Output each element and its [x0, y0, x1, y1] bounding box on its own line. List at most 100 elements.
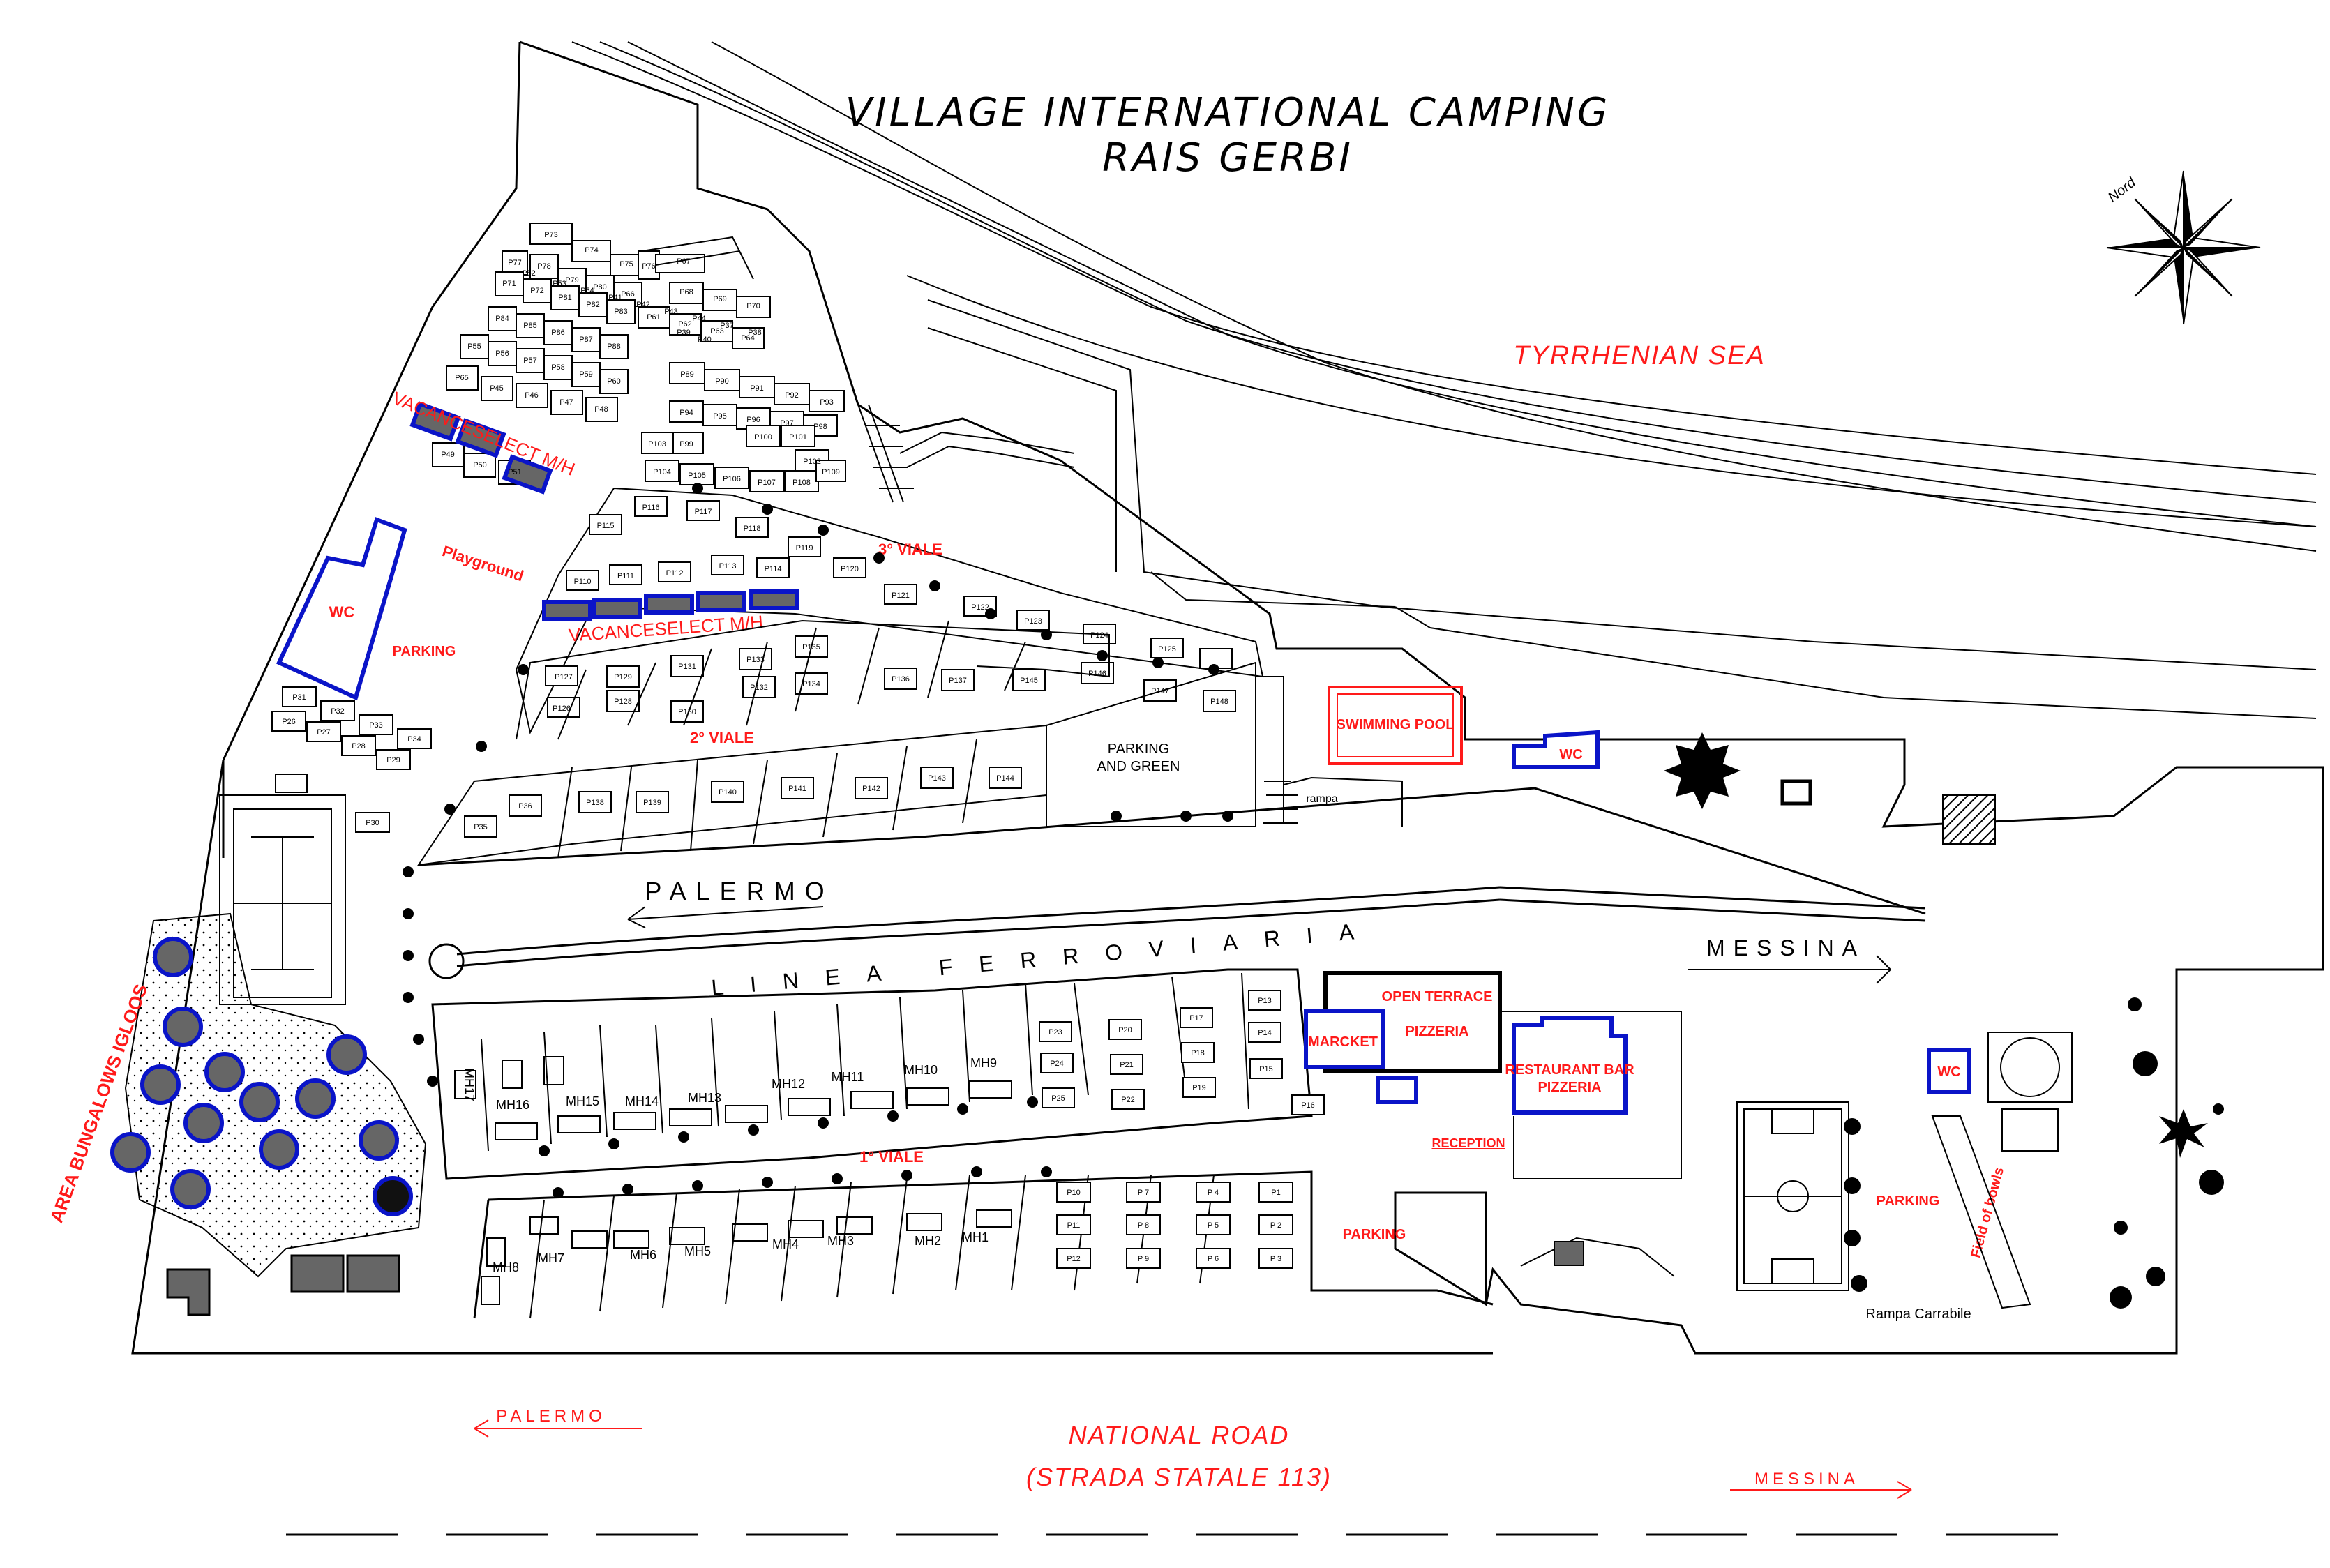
pitch-label: P82 [586, 301, 600, 309]
pitch-label: P128 [614, 698, 632, 706]
pitch-label: P100 [754, 433, 772, 442]
mobile-home-label: MH8 [493, 1260, 519, 1274]
pitch-label: P51 [508, 468, 522, 476]
pitch-block-lower-right [1056, 1182, 1293, 1269]
pitch-label: P48 [594, 405, 608, 414]
pitch-label: P72 [530, 287, 544, 295]
pitch-label: P49 [441, 451, 455, 459]
second-viale-dividers [557, 739, 977, 859]
open-terrace-label-2: PIZZERIA [1405, 1024, 1468, 1039]
strada-statale-label: (STRADA STATALE 113) [1026, 1463, 1332, 1491]
pitch-label: P118 [744, 525, 761, 533]
rail-messina-arrow-icon [1688, 955, 1891, 984]
pitch-label: P136 [892, 675, 910, 684]
viale3-label: 3° VIALE [878, 541, 942, 558]
mobile-home-label: MH12 [772, 1077, 805, 1091]
pitch-block-middle [545, 635, 1236, 723]
pitch-label: P53 [553, 280, 566, 288]
pitch-label: P59 [579, 370, 593, 379]
pitch-label: P41 [608, 294, 622, 302]
reception-building [1376, 1076, 1418, 1104]
pitch-label: P89 [680, 370, 694, 379]
pitch-label: P74 [585, 246, 599, 255]
parking-green-label-2: AND GREEN [1097, 759, 1180, 774]
pitch-label: P32 [331, 707, 345, 716]
pitch-label: P35 [474, 823, 488, 831]
palm-trees [2110, 997, 2224, 1309]
staircase [641, 236, 1075, 503]
pitch-label: P131 [678, 663, 696, 671]
trees-right [1844, 1118, 1867, 1292]
mobile-home-label: MH9 [970, 1056, 997, 1070]
rampa-label: rampa [1306, 793, 1337, 805]
pitch-label: P15 [1259, 1065, 1273, 1073]
palm-star-icon [2159, 1109, 2208, 1158]
restaurant-outline [1500, 1011, 1682, 1179]
mobile-home-label: MH14 [625, 1094, 659, 1108]
pitch-row-third-viale [589, 496, 1233, 669]
map-title-line2: RAIS GERBI [1102, 135, 1353, 181]
pitch-label: P79 [565, 276, 579, 285]
pitch-label: P114 [765, 565, 782, 573]
pitch-label: P55 [467, 342, 481, 351]
pitch-label: P52 [522, 269, 536, 278]
hatched-structure [1942, 794, 1996, 845]
pitch-label: P101 [789, 433, 807, 442]
pitch-label: P29 [386, 756, 400, 764]
sea-label: TYRRHENIAN SEA [1513, 341, 1766, 370]
restaurant-bar-building [1512, 1016, 1628, 1115]
pitch-block-left [271, 686, 432, 833]
map-title-line1: VILLAGE INTERNATIONAL CAMPING [845, 90, 1610, 135]
pitch-label: P108 [792, 478, 811, 487]
playground-label: Playground [440, 542, 526, 585]
wc-label-right: WC [1937, 1064, 1960, 1080]
mobile-home-label: MH13 [688, 1091, 721, 1105]
pitch-label: P47 [559, 398, 573, 407]
rail-palermo-arrow-icon [627, 906, 824, 928]
pitch-label: P109 [822, 468, 840, 476]
compass-label: Nord [2105, 174, 2139, 206]
gate-building [1520, 1237, 1675, 1277]
railway-line [418, 787, 1926, 979]
pitch-label: P67 [677, 257, 691, 266]
national-road-label: NATIONAL ROAD [1069, 1421, 1290, 1449]
mobile-home-label: MH5 [684, 1244, 711, 1258]
pitch-label: P83 [614, 308, 628, 316]
viale2-label: 2° VIALE [690, 729, 754, 746]
pitch-label: P 7 [1138, 1189, 1149, 1197]
pitch-label: P103 [648, 440, 666, 448]
pitch-label: P146 [1088, 670, 1106, 678]
pitch-label: P90 [715, 377, 729, 386]
pitch-label: P58 [551, 363, 565, 372]
mobile-home-label: MH15 [566, 1094, 599, 1108]
wc-building-pool [1512, 730, 1600, 769]
pitch-label: P50 [473, 461, 487, 469]
mobile-homes-upper [454, 1056, 1012, 1140]
pitch-label: P 5 [1208, 1221, 1219, 1230]
mobile-home-label: MH7 [538, 1251, 564, 1265]
small-structure [1780, 779, 1812, 806]
pitch-label: P12 [1067, 1255, 1081, 1263]
pitch-label: P11 [1067, 1221, 1081, 1230]
pitch-labels-middle-block: P126P127P128P129P130P131P132P133P134P135… [553, 643, 1228, 716]
service-buildings-bottom-left [166, 1254, 400, 1316]
pitch-label: P43 [664, 308, 678, 316]
middle-block-dividers [516, 619, 1110, 740]
lower-area-boundary [431, 968, 1494, 1319]
pitch-label: P85 [523, 322, 537, 330]
restaurant-label-1: RESTAURANT BAR [1505, 1062, 1634, 1078]
swimming-pool [1328, 686, 1463, 765]
pitch-label: P 3 [1270, 1255, 1282, 1263]
pitch-label: P124 [1090, 631, 1108, 640]
pitch-label: P34 [407, 735, 421, 744]
pitch-label: P142 [862, 785, 880, 793]
pitch-label: P115 [597, 522, 615, 530]
tennis-court [219, 794, 346, 1005]
